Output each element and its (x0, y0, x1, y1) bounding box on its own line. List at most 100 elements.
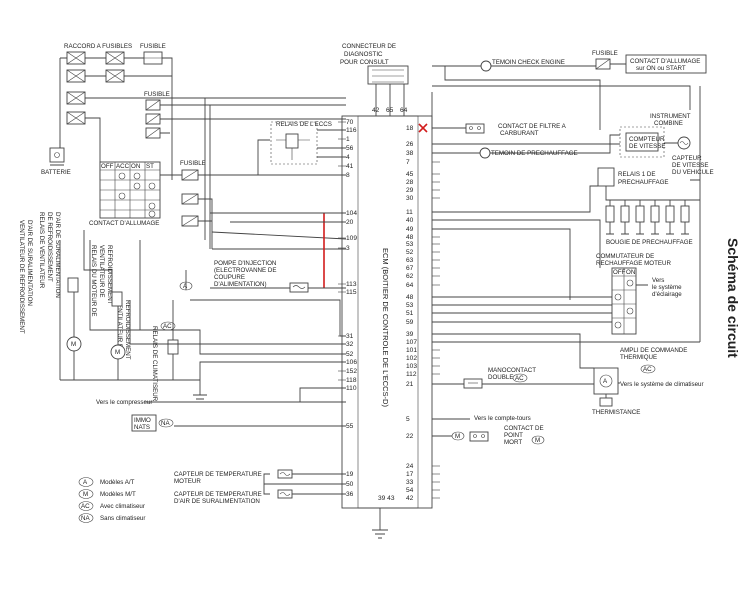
glow-plug-ground (621, 222, 629, 235)
label-manocontact-1: MANOCONTACT (488, 367, 536, 374)
battery-icon (49, 147, 65, 163)
glow-plug-icon (680, 205, 690, 223)
label-commutateur-2: RECHAUFFAGE MOTEUR (596, 260, 671, 267)
ecm-pin-right: 28 (406, 179, 414, 186)
ecm-pin-left: 19 (346, 471, 354, 478)
ecm-pin-right: 7 (406, 159, 410, 166)
label-contact-point-mort-2: POINT (504, 432, 523, 439)
label-relais-clim: RELAIS DE CLIMATISEUR (151, 326, 158, 402)
ecm-pin-left: 52 (346, 351, 354, 358)
ecm-pin-left: 109 (346, 235, 357, 242)
label-pompe-2: (ELECTROVANNE DE (214, 267, 276, 274)
relais-prechauffage-icon (597, 167, 615, 187)
label-relais-prechauffage-1: RELAIS 1 DE (618, 171, 656, 178)
label-compteur-1: COMPTEUR (629, 136, 665, 143)
relay-eccs-icon (276, 133, 310, 160)
label-fusible-right: FUSIBLE (592, 50, 618, 57)
ecm-pin-right: 11 (406, 209, 413, 216)
label-pompe-4: D'ALIMENTATION) (214, 281, 267, 288)
label-compteur-2: DE VITESSE (629, 143, 665, 150)
ecm-pins-right: 1826387452829301140494853526367626448535… (406, 125, 440, 502)
ecm-pin-right: 53 (406, 302, 414, 309)
label-connecteur-diag-1: CONNECTEUR DE (342, 43, 396, 50)
legend-text: Sans climatiseur (100, 515, 145, 522)
label-contact-point-mort-3: MORT (504, 439, 522, 446)
label-capteur-vitesse-2: DE VITESSE (672, 162, 708, 169)
ecm-pin-left: 115 (346, 289, 357, 296)
fuse-block (66, 51, 163, 125)
label-fusible-mid: FUSIBLE (144, 91, 170, 98)
glow-plug-ground (666, 222, 674, 235)
label-vers-eclairage-1: Vers (652, 277, 664, 284)
ecm-pin-left: 32 (346, 341, 354, 348)
label-bougie-prechauffage: BOUGIE DE PRECHAUFFAGE (606, 239, 693, 246)
label-batterie: BATTERIE (41, 169, 71, 176)
label-raccord-fusibles: RACCORD A FUSIBLES (64, 43, 132, 50)
legend-symbol-badge (78, 489, 94, 499)
ecm-pin-right: 62 (406, 273, 414, 280)
label-vers-climatiseur: Vers le système de climatiseur (620, 381, 704, 388)
legend-symbol-badge (78, 477, 94, 487)
ecm-pin-left: 152 (346, 368, 357, 375)
legend-text: Modèles A/T (100, 479, 135, 486)
ac-badge-mano: AC (512, 373, 528, 383)
ecm-pin-right: 48 (406, 234, 414, 241)
ecm-pin-right: 52 (406, 249, 414, 256)
label-instrument-2: COMBINE (654, 120, 683, 127)
glow-plug-ground (636, 222, 644, 235)
ampli-commande-box (593, 367, 619, 395)
temoin-prechauffage-icon (479, 147, 491, 159)
svg-text:AC: AC (515, 375, 524, 382)
label-ampli-2: THERMIQUE (620, 354, 657, 361)
ecm-label: ECM (BOITIER DE CONTROLE DE L'ECCS-D) (381, 248, 390, 407)
check-engine-lamp-icon (480, 60, 492, 72)
glow-plug-icon (620, 205, 630, 223)
label-contact-allumage-on-1: CONTACT D'ALLUMAGE (630, 58, 700, 65)
ignition-switch-grid (99, 161, 161, 219)
ecm-pin-left: 1 (346, 136, 350, 143)
label-capteur-temp-air-2: D'AIR DE SURALIMENTATION (174, 498, 260, 505)
label-thermistance: THERMISTANCE (592, 409, 640, 416)
label-relais-eccs: RELAIS DE L'ECCS (276, 121, 332, 128)
ecm-pin-left: 104 (346, 210, 357, 217)
legend-text: Modèles M/T (100, 491, 136, 498)
label-capteur-temp-moteur-1: CAPTEUR DE TEMPERATURE (174, 471, 262, 478)
label-connecteur-diag-2: DIAGNOSTIC (344, 51, 383, 58)
immo-nats-box (131, 414, 157, 432)
label-sw-on: ON (626, 269, 635, 276)
pin-bottom: 39 43 (378, 495, 395, 502)
ecm-pin-right: 26 (406, 141, 414, 148)
ecm-pin-right: 24 (406, 463, 414, 470)
ecm-pin-right: 107 (406, 339, 417, 346)
label-temoin-prechauffage: TEMOIN DE PRECHAUFFAGE (491, 150, 578, 157)
diagnostic-connector (367, 65, 409, 85)
label-ventilateur-surali-1: VENTILATEUR DE REFROIDISSEMENT (18, 220, 25, 334)
ecm-inner (357, 115, 419, 509)
label-ampli-1: AMPLI DE COMMANDE (620, 347, 687, 354)
manocontact-icon (463, 378, 483, 389)
ecm-pin-right: 21 (406, 381, 414, 388)
ecm-pin-right: 101 (406, 347, 417, 354)
label-contact-filtre-2: CARBURANT (500, 130, 539, 137)
ground-symbols (50, 140, 388, 539)
label-contact-filtre-1: CONTACT DE FILTRE A (498, 123, 567, 130)
na-badge: NA (158, 418, 174, 428)
label-pompe-3: COUPURE (214, 274, 245, 281)
ecm-pin-left: 41 (346, 163, 354, 170)
ecm-pin-right: 64 (406, 282, 414, 289)
ecm-pin-right: 45 (406, 171, 414, 178)
ecm-pin-right: 67 (406, 265, 414, 272)
ecm-pin-right: 102 (406, 355, 417, 362)
ecm-pin-left: 8 (346, 172, 350, 179)
ecm-pin-right: 42 (406, 495, 414, 502)
label-ventilateur-surali-2: D'AIR DE SURALIMENTATION (26, 220, 33, 306)
label-ampli-symbol: A (603, 378, 608, 385)
instrument-combine-box (619, 126, 665, 158)
svg-text:M: M (115, 349, 120, 356)
legend-symbol: NA (81, 515, 90, 522)
ecm-pin-left: 3 (346, 245, 350, 252)
ecm-pin-right: 51 (406, 310, 414, 317)
ecm-pin-right: 29 (406, 187, 414, 194)
